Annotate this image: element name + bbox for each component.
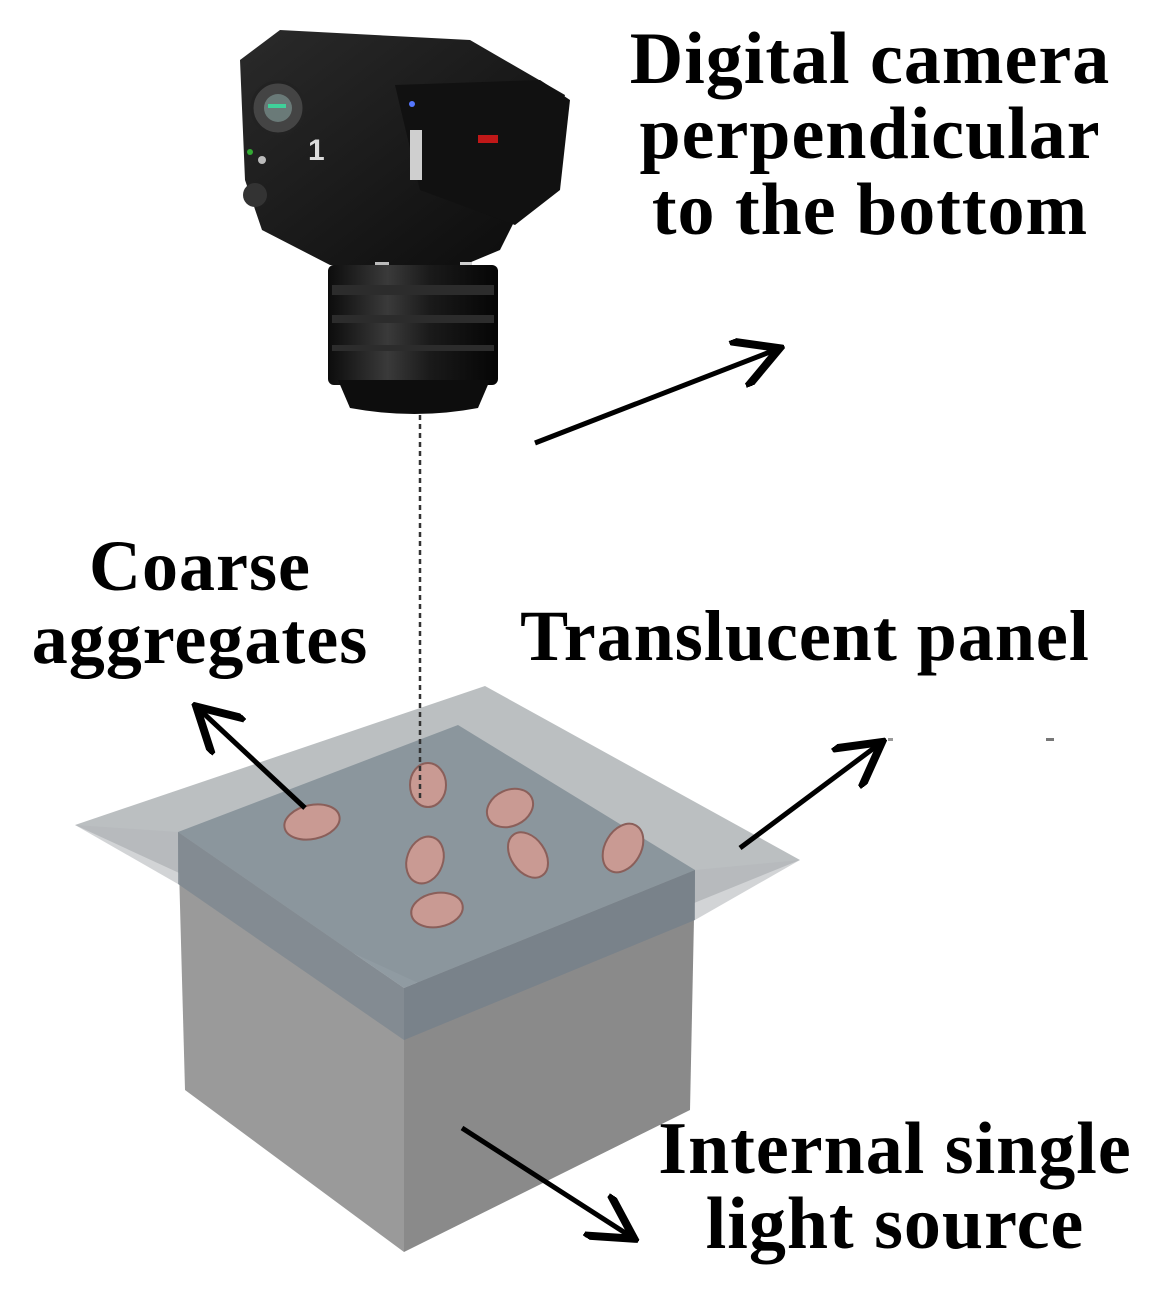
digital-camera-label: Digital camera perpendicular to the bott…	[600, 18, 1140, 251]
aggregate	[507, 831, 549, 879]
box-front-face	[178, 832, 404, 1252]
translucent-panel-arrow	[738, 745, 878, 851]
label-line: perpendicular	[639, 93, 1101, 176]
camera-arrow	[534, 350, 775, 446]
light-source-label: Internal single light source	[645, 1108, 1145, 1266]
coarse-aggregates-label: Coarse aggregates	[0, 526, 400, 680]
label-line: light source	[705, 1183, 1085, 1266]
aggregate	[601, 822, 645, 874]
digital-camera: 1	[240, 30, 570, 414]
aggregate	[410, 891, 464, 929]
label-line: Internal single	[658, 1108, 1132, 1190]
label-line: to the bottom	[651, 168, 1089, 251]
translucent-panel-front	[75, 825, 800, 920]
aggregate	[409, 762, 447, 808]
aggregate	[485, 787, 535, 829]
aggregate	[405, 835, 445, 885]
label-line: aggregates	[31, 599, 369, 680]
light-source-arrow	[460, 1125, 630, 1236]
label-line: Translucent panel	[520, 596, 1090, 676]
annotation-arrows	[200, 350, 878, 1236]
svg-text:1: 1	[308, 134, 325, 167]
translucent-panel-label: Translucent panel	[480, 596, 1130, 676]
label-line: Digital camera	[629, 18, 1111, 100]
aggregate	[283, 803, 341, 841]
label-line: Coarse	[89, 526, 311, 606]
coarse-aggregates-arrow	[200, 710, 307, 810]
